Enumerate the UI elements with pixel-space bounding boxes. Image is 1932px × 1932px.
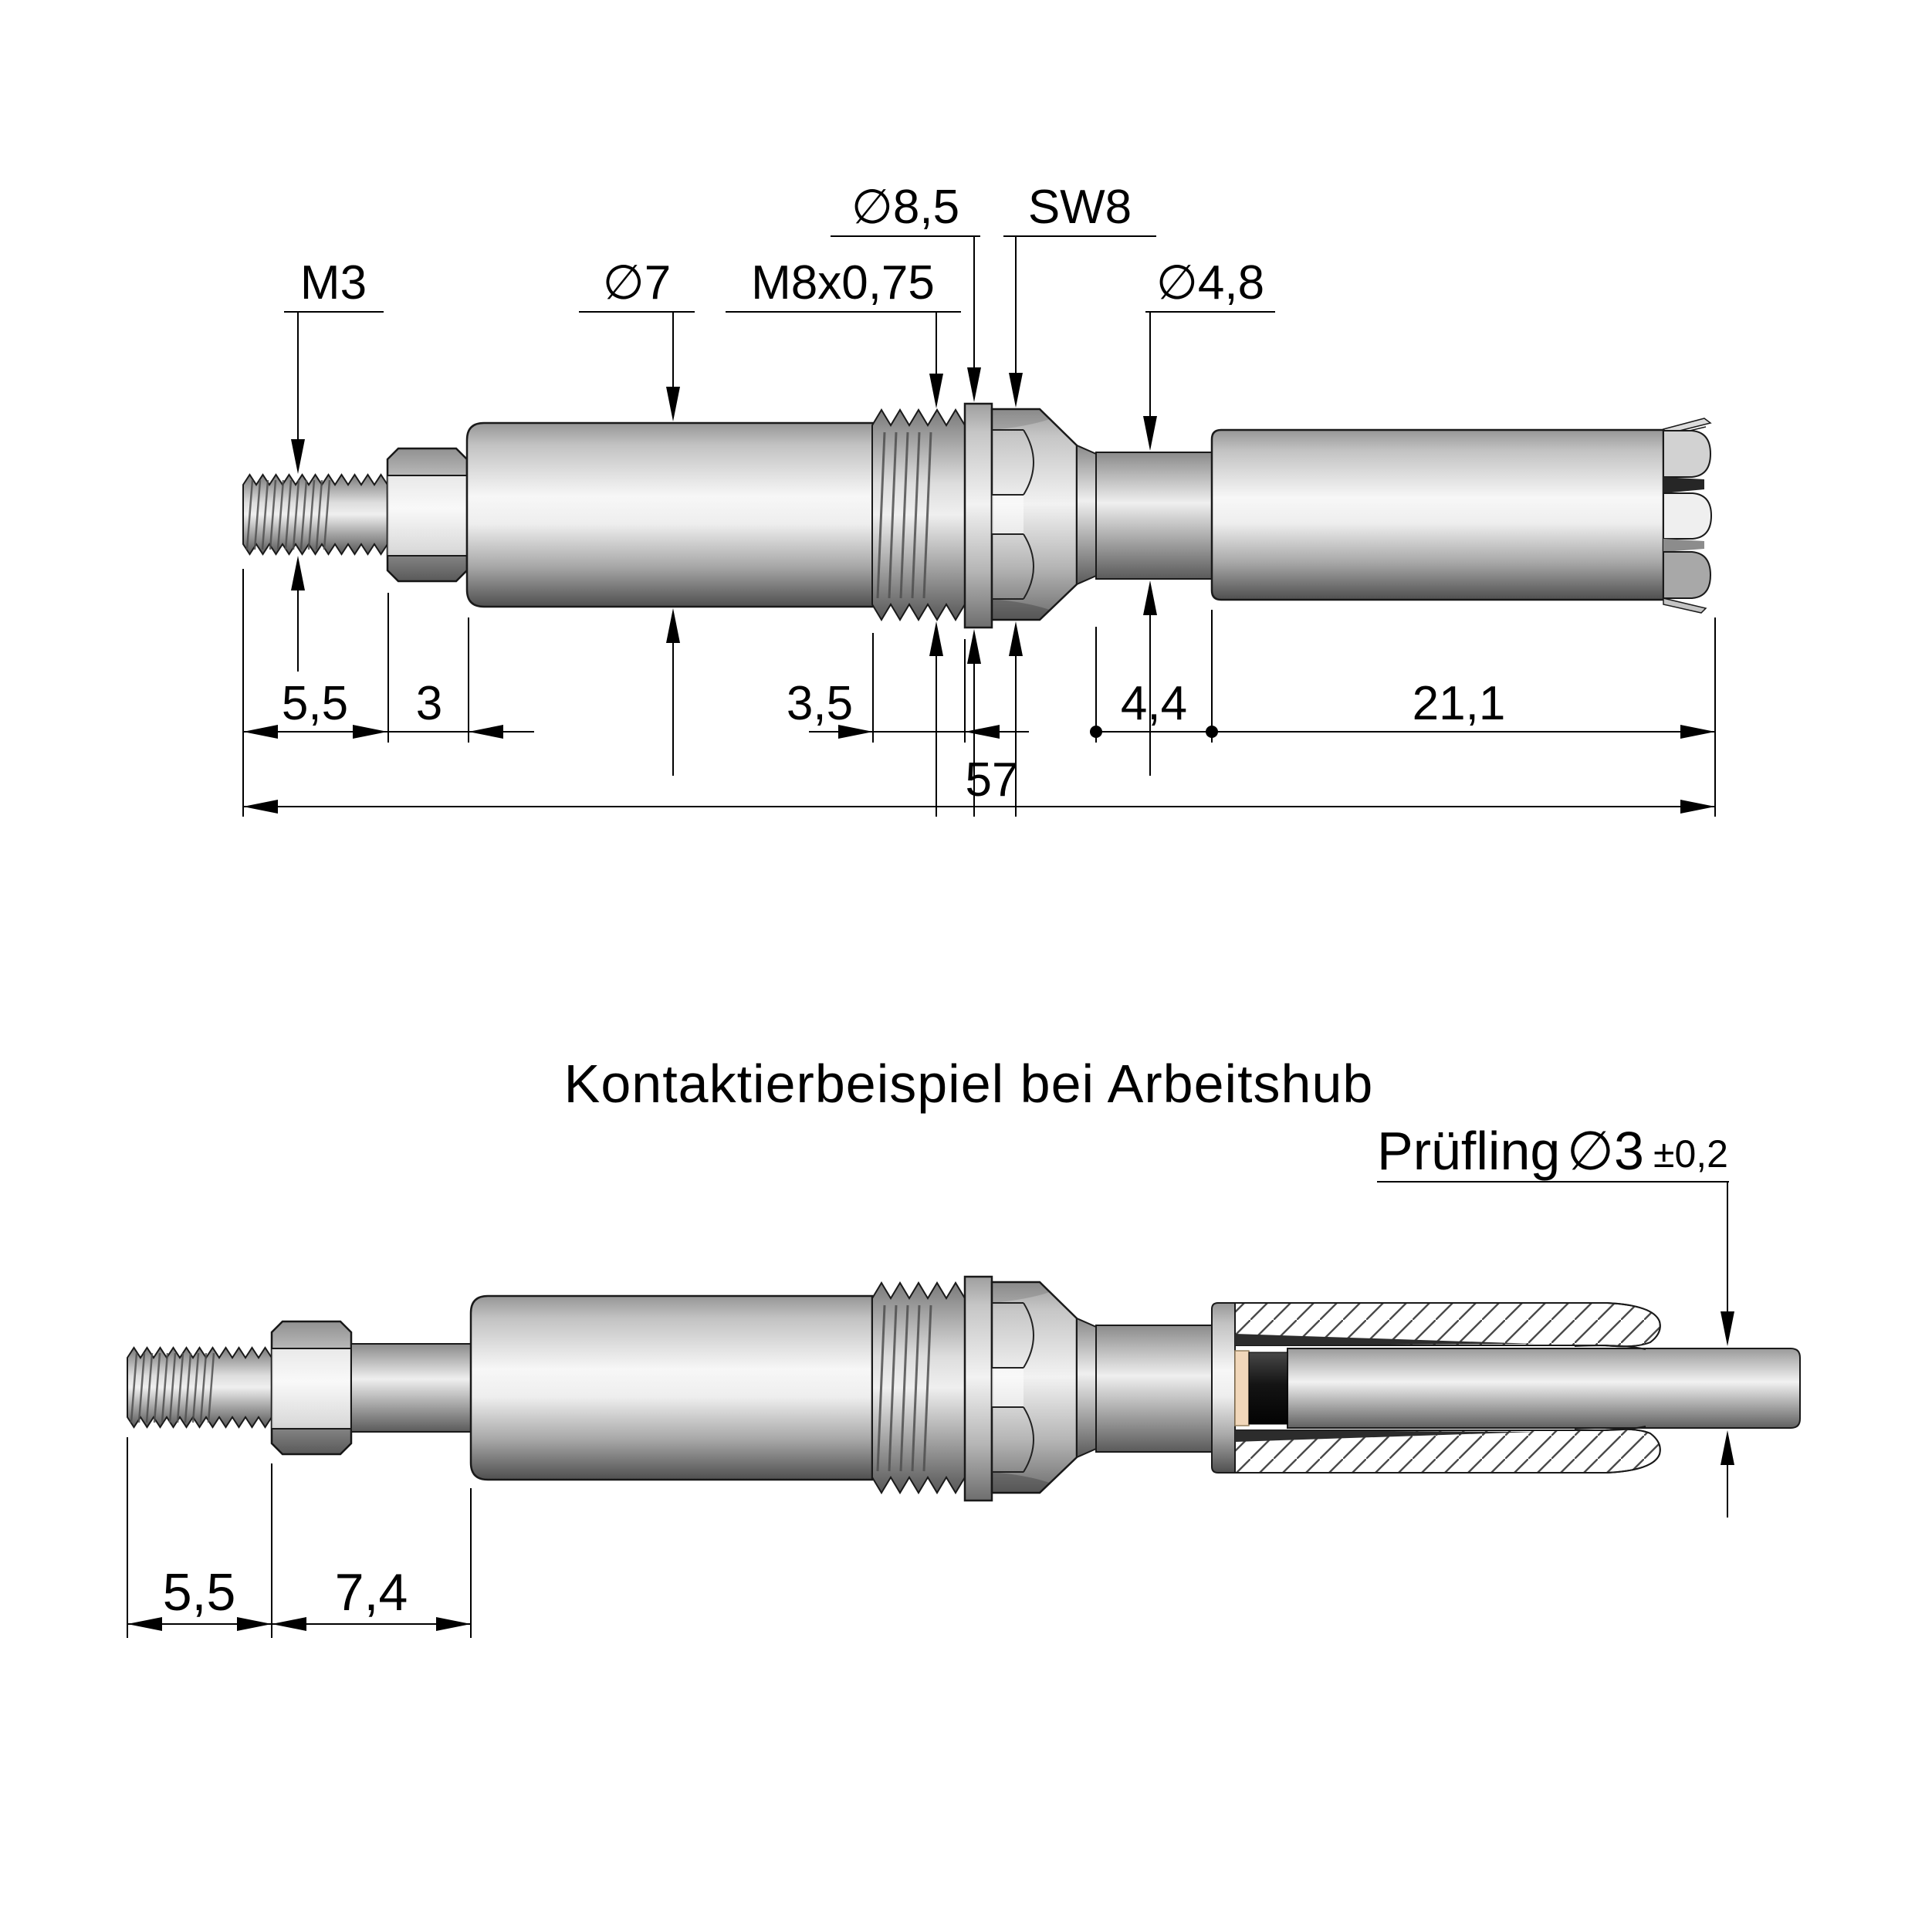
lock-nut-bottom-mid-facet bbox=[272, 1348, 351, 1429]
dim-shaft-length: 4,4 bbox=[1121, 677, 1187, 730]
dim-extended-length-bottom: 7,4 bbox=[335, 1563, 408, 1622]
plunger-shaft bbox=[1095, 452, 1213, 580]
dim-total-length: 57 bbox=[966, 753, 1019, 807]
probe-body-bottom bbox=[469, 1294, 874, 1481]
hex-sw8-bottom-mid-facet bbox=[992, 1368, 1024, 1407]
lock-nut bbox=[386, 447, 469, 583]
barrel bbox=[1210, 428, 1665, 601]
collet-finger-middle bbox=[1663, 492, 1713, 540]
callout-m3-label: M3 bbox=[300, 256, 367, 310]
collet-finger-top bbox=[1663, 430, 1712, 478]
rear-shaft-extended bbox=[350, 1343, 472, 1433]
specimen-leader bbox=[1377, 1181, 1734, 1518]
dim-m8-length: 3,5 bbox=[787, 677, 853, 730]
dim-thread-length: 5,5 bbox=[282, 677, 348, 730]
callout-leaders bbox=[284, 235, 1275, 817]
flange-washer bbox=[963, 402, 993, 629]
collet-slot-2 bbox=[1663, 539, 1704, 552]
hex-sw8-top-facet bbox=[992, 409, 1050, 430]
callout-sw8-label: SW8 bbox=[1028, 181, 1132, 234]
callout-d85-label: ∅8,5 bbox=[851, 181, 959, 234]
top-view: M3 ∅7 M8x0,75 ∅8,5 SW8 ∅4,8 5,5 3 3,5 4,… bbox=[242, 181, 1716, 817]
insulator-ring bbox=[1234, 1350, 1250, 1426]
hex-sw8-mid-facet bbox=[992, 495, 1024, 534]
hex-cone bbox=[1076, 444, 1097, 586]
lock-nut-bottom-facet bbox=[387, 556, 467, 581]
plunger-shaft-bottom bbox=[1095, 1325, 1213, 1453]
lock-nut-mid-facet bbox=[387, 475, 467, 556]
collet-bottom-lip bbox=[1663, 597, 1707, 614]
specimen-label: Prüfling bbox=[1377, 1121, 1560, 1181]
extension-lines-bottom bbox=[127, 1437, 472, 1638]
bottom-view: Prüfling ∅3 ±0,2 5,5 7,4 bbox=[127, 1121, 1801, 1638]
m8-thread-bottom-flanks bbox=[876, 1304, 932, 1472]
collet-slot-1 bbox=[1663, 477, 1704, 493]
m8-thread-flanks bbox=[876, 431, 932, 599]
collet-finger-bottom bbox=[1663, 551, 1712, 599]
probe-body bbox=[465, 421, 875, 608]
hex-sw8-bottom-top-facet bbox=[992, 1282, 1050, 1303]
specimen-tolerance: ±0,2 bbox=[1653, 1132, 1728, 1176]
specimen-pin bbox=[1287, 1348, 1801, 1429]
callout-d48-label: ∅4,8 bbox=[1156, 256, 1264, 310]
contact-block bbox=[1248, 1352, 1288, 1425]
specimen-diameter: ∅3 bbox=[1567, 1121, 1644, 1181]
dimension-lines-top bbox=[243, 725, 1715, 814]
extension-lines-top bbox=[242, 569, 1716, 817]
flange-washer-bottom bbox=[963, 1275, 993, 1502]
m3-thread-flanks bbox=[245, 479, 331, 550]
lock-nut-top-facet bbox=[387, 448, 467, 475]
callout-d7-label: ∅7 bbox=[603, 256, 672, 310]
lock-nut-bottom-top-facet bbox=[272, 1321, 351, 1348]
dimension-lines-bottom bbox=[127, 1617, 471, 1631]
hex-cone-bottom bbox=[1076, 1317, 1097, 1459]
hex-sw8-bottom-bottom-facet bbox=[992, 1472, 1050, 1493]
dim-barrel-length: 21,1 bbox=[1413, 677, 1506, 730]
callout-m8-label: M8x0,75 bbox=[751, 256, 935, 310]
collet-slot-section-bottom bbox=[1235, 1430, 1536, 1442]
collet-slot-section-top bbox=[1235, 1334, 1536, 1345]
barrel-stub bbox=[1211, 1302, 1236, 1474]
lock-nut-bottom-bottom-facet bbox=[272, 1429, 351, 1454]
lock-nut-bottom bbox=[270, 1320, 353, 1456]
m3-thread-bottom-flanks bbox=[130, 1352, 215, 1423]
section-title: Kontaktierbeispiel bei Arbeitshub bbox=[564, 1054, 1374, 1114]
dim-thread-length-bottom: 5,5 bbox=[163, 1563, 236, 1622]
hex-sw8-bottom-facet bbox=[992, 599, 1050, 620]
dim-nut-length: 3 bbox=[416, 677, 442, 730]
